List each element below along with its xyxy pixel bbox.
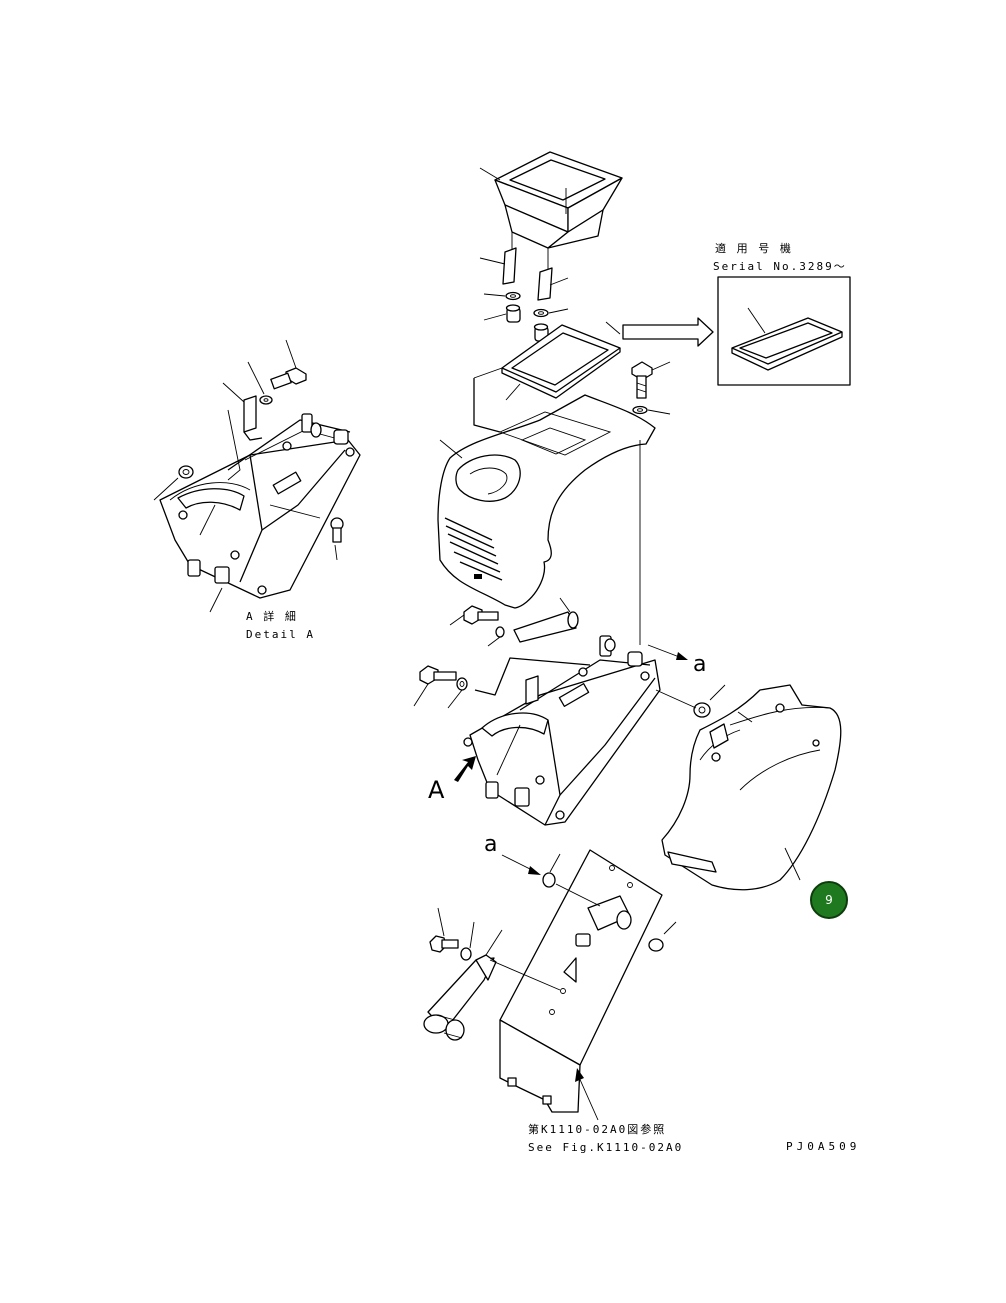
reference-a-upper: a [693, 652, 707, 677]
detail-label-jp: A 詳 細 [246, 610, 298, 623]
view-arrow-label: A [428, 776, 445, 804]
serial-inset-box [717, 276, 851, 386]
main-frame-assembly [413, 597, 726, 826]
part-callout-9[interactable]: 9 [810, 881, 848, 919]
serial-label-jp: 適 用 号 機 [715, 242, 793, 255]
reference-a-lower: a [484, 832, 498, 857]
floor-plate-part [499, 849, 677, 1121]
console-bolt [631, 361, 671, 415]
serial-label-en: Serial No.3289～ [713, 260, 847, 273]
see-fig-label-jp: 第K1110-02A0図参照 [528, 1123, 667, 1136]
rear-cover-part [661, 684, 842, 891]
detail-a-assembly [153, 339, 361, 613]
detail-label-en: Detail A [246, 628, 315, 641]
washers-and-nuts [483, 291, 569, 342]
part-callout-number: 9 [825, 893, 833, 907]
switch-panel-part [479, 151, 623, 301]
console-cover [437, 394, 656, 645]
see-fig-label-en: See Fig.K1110-02A0 [528, 1141, 684, 1154]
lever-bracket-part [423, 907, 561, 1041]
drawing-code: PJ0A509 [786, 1140, 861, 1153]
gasket-frame [473, 317, 714, 433]
